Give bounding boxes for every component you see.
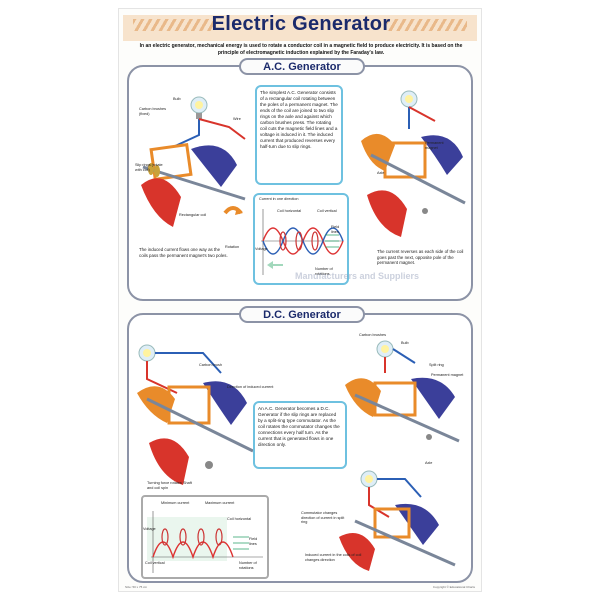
dc-label-commutator: Commutator changes direction of current … — [301, 511, 345, 525]
ac-left-illustration — [141, 96, 246, 227]
title-stripes-left — [133, 19, 213, 31]
dc-label-turning-force: Turning force rotates Shaft and coil spi… — [147, 481, 192, 490]
ac-graph-voltage: Voltage — [255, 247, 268, 251]
dc-graph-minimum-current: Minimum current — [161, 501, 190, 505]
ac-label-wire: Wire — [233, 117, 241, 121]
ac-graph-top-label: Current in one direction — [259, 197, 299, 201]
ac-right-caption: The current reverses as each side of the… — [377, 249, 464, 266]
dc-panel: D.C. Generator Carbon brush Direction of… — [127, 306, 473, 583]
title-stripes-right — [387, 19, 467, 31]
ac-graph-rotations: Number of rotations — [315, 267, 333, 276]
intro-text: In an electric generator, mechanical ene… — [139, 43, 463, 56]
ac-graph-field-lines: Field lines — [331, 225, 340, 234]
poster: Electric Generator In an electric genera… — [118, 8, 482, 592]
ac-graph: Current in one direction Coil horizontal… — [253, 193, 349, 285]
dc-label-direction-current: Direction of induced current — [227, 385, 274, 389]
ac-heading: A.C. Generator — [239, 58, 365, 75]
footer-left: Size: 50 x 75 cm — [125, 585, 148, 589]
ac-label-bulb: Bulb — [173, 97, 181, 101]
watermark: Manufacturers and Suppliers — [295, 271, 420, 281]
ac-label-permanent-magnet: Permanent magnet — [425, 141, 444, 150]
ac-label-carbon-brushes: Carbon brushes (fixed) — [139, 107, 167, 116]
dc-label-carbon-brush: Carbon brush — [199, 363, 223, 367]
ac-right-illustration — [361, 90, 466, 237]
dc-label-induced-current: Induced current in the coils of coil cha… — [305, 553, 362, 562]
ac-graph-coil-horizontal: Coil horizontal — [277, 209, 302, 213]
dc-label-permanent-magnet: Permanent magnet — [431, 373, 464, 377]
dc-label-bulb: Bulb — [401, 341, 409, 345]
dc-right-bottom-illustration — [339, 470, 456, 571]
ac-label-rotation: Rotation — [225, 245, 240, 249]
page-title: Electric Generator — [211, 13, 391, 35]
dc-graph-maximum-current: Maximum current — [205, 501, 235, 505]
ac-left-caption: The induced current flows one way as the… — [139, 247, 228, 258]
footer-right: Copyright © Educational Charts — [432, 585, 475, 589]
ac-graph-coil-vertical: Coil vertical — [317, 209, 337, 213]
dc-heading: D.C. Generator — [239, 306, 365, 323]
dc-graph-voltage: Voltage — [143, 527, 156, 531]
ac-label-axle: Axle — [377, 171, 385, 175]
dc-right-top-illustration — [345, 340, 460, 443]
ac-panel: A.C. Generator Bulb Carbon brushes (fixe… — [127, 58, 473, 301]
dc-description: An A.C. Generator becomes a D.C. Generat… — [253, 401, 347, 469]
ac-label-rectangular-coil: Rectangular coil — [179, 213, 207, 217]
dc-graph-coil-vertical: Coil vertical — [145, 561, 165, 565]
ac-label-slip-rings: Slip rings (rotate with coil) — [135, 163, 163, 172]
ac-description: The simplest A.C. Generator consists of … — [255, 85, 343, 185]
dc-graph-rotations: Number of rotations — [239, 561, 257, 570]
dc-graph-coil-horizontal: Coil horizontal — [227, 517, 252, 521]
dc-left-illustration — [137, 344, 254, 485]
dc-label-split-ring: Split ring — [429, 363, 444, 367]
dc-label-carbon-brushes: Carbon brushes — [359, 333, 387, 337]
dc-graph: Minimum current Maximum current Coil hor… — [141, 495, 269, 579]
dc-graph-field-lines: Field lines — [249, 537, 258, 546]
dc-label-axle: Axle — [425, 461, 433, 465]
